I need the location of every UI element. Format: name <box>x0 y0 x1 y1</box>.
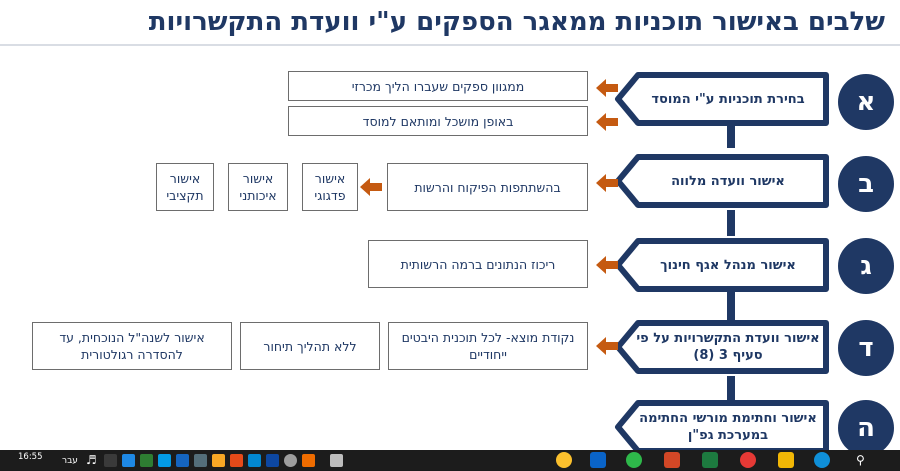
taskbar-language[interactable]: עבר <box>62 456 78 466</box>
stage-h-label: אישור וחתימת מורשי החתימה במערכת גפ"ן <box>639 411 817 443</box>
windows-taskbar: 16:55 עבר ♬ ⚲ <box>0 450 900 471</box>
slide-title: שלבים באישור תוכניות ממאגר הספקים ע"י וו… <box>148 7 885 37</box>
note-b-budget-approval: אישור תקציבי <box>156 163 214 211</box>
note-d-starting-point: נקודת מוצא- לכל תוכנית היבטים ייחודיים <box>388 322 588 370</box>
wifi-icon[interactable] <box>104 454 117 467</box>
stage-connector <box>727 210 735 236</box>
outlook-icon[interactable] <box>590 452 606 468</box>
note-b-quality-approval: אישור איכותני <box>228 163 288 211</box>
powerpoint-icon[interactable] <box>664 452 680 468</box>
app-icon[interactable] <box>556 452 572 468</box>
note-a-vendors: ממגוון ספקים שעברו הליך מכרזי <box>288 71 588 101</box>
stage-h: אישור וחתימת מורשי החתימה במערכת גפ"ן <box>612 398 832 450</box>
stage-g-label: אישור מנהל אגף חינוך <box>660 257 796 273</box>
bluetooth-icon[interactable] <box>176 454 189 467</box>
note-a-tailored: באופן מושכל ומותאם למוסד <box>288 106 588 136</box>
arrow-left-icon <box>596 337 618 355</box>
stage-badge-b: ב <box>838 156 894 212</box>
tray-app-icon[interactable] <box>212 454 225 467</box>
arrow-left-icon <box>596 113 618 131</box>
excel-icon[interactable] <box>702 452 718 468</box>
stage-g: אישור מנהל אגף חינוך <box>612 236 832 294</box>
stage-badge-g: ג <box>838 238 894 294</box>
tray-app-icon[interactable] <box>302 454 315 467</box>
stage-b-label: אישור וועדה מלווה <box>671 173 785 189</box>
edge-icon[interactable] <box>814 452 830 468</box>
arrow-left-icon <box>596 174 618 192</box>
file-explorer-icon[interactable] <box>778 452 794 468</box>
arrow-left-icon <box>360 178 382 196</box>
stage-d: אישור וועדת התקשרויות על פי סעיף 3 (8) <box>612 318 832 376</box>
chrome-icon[interactable] <box>740 452 756 468</box>
stage-a: בחירת תוכניות ע"י המוסד <box>612 70 832 128</box>
tray-app-icon[interactable] <box>230 454 243 467</box>
stage-connector <box>727 376 735 402</box>
volume-icon[interactable]: ♬ <box>86 453 97 467</box>
tray-app-icon[interactable] <box>248 454 261 467</box>
search-icon[interactable]: ⚲ <box>856 453 865 467</box>
whatsapp-icon[interactable] <box>626 452 642 468</box>
tray-app-icon[interactable] <box>194 454 207 467</box>
stage-connector <box>727 126 735 148</box>
note-b-pedagogic-approval: אישור פדגוגי <box>302 163 358 211</box>
stage-badge-d: ד <box>838 320 894 376</box>
tray-app-icon[interactable] <box>266 454 279 467</box>
tray-app-icon[interactable] <box>140 454 153 467</box>
stage-badge-h: ה <box>838 400 894 450</box>
note-d-current-year: אישור לשנה"ל הנוכחית, עד להסדרה רגולטורי… <box>32 322 232 370</box>
shield-icon[interactable] <box>122 454 135 467</box>
stage-a-label: בחירת תוכניות ע"י המוסד <box>651 91 805 107</box>
note-d-no-tender: ללא תהליך תיחור <box>240 322 380 370</box>
note-g-data-aggregation: ריכוז הנתונים ברמה הרשותית <box>368 240 588 288</box>
stage-connector <box>727 292 735 320</box>
stage-b: אישור וועדה מלווה <box>612 152 832 210</box>
stage-d-label: אישור וועדת התקשרויות על פי סעיף 3 (8) <box>636 331 820 363</box>
taskbar-clock[interactable]: 16:55 <box>18 452 43 462</box>
title-divider <box>0 44 900 46</box>
keyboard-icon[interactable] <box>330 454 343 467</box>
note-b-participation: בהשתתפות הפיקוח והרשות <box>387 163 588 211</box>
arrow-left-icon <box>596 79 618 97</box>
tray-app-icon[interactable] <box>284 454 297 467</box>
stage-badge-a: א <box>838 74 894 130</box>
presentation-slide: שלבים באישור תוכניות ממאגר הספקים ע"י וו… <box>0 7 900 450</box>
tray-app-icon[interactable] <box>158 454 171 467</box>
arrow-left-icon <box>596 256 618 274</box>
